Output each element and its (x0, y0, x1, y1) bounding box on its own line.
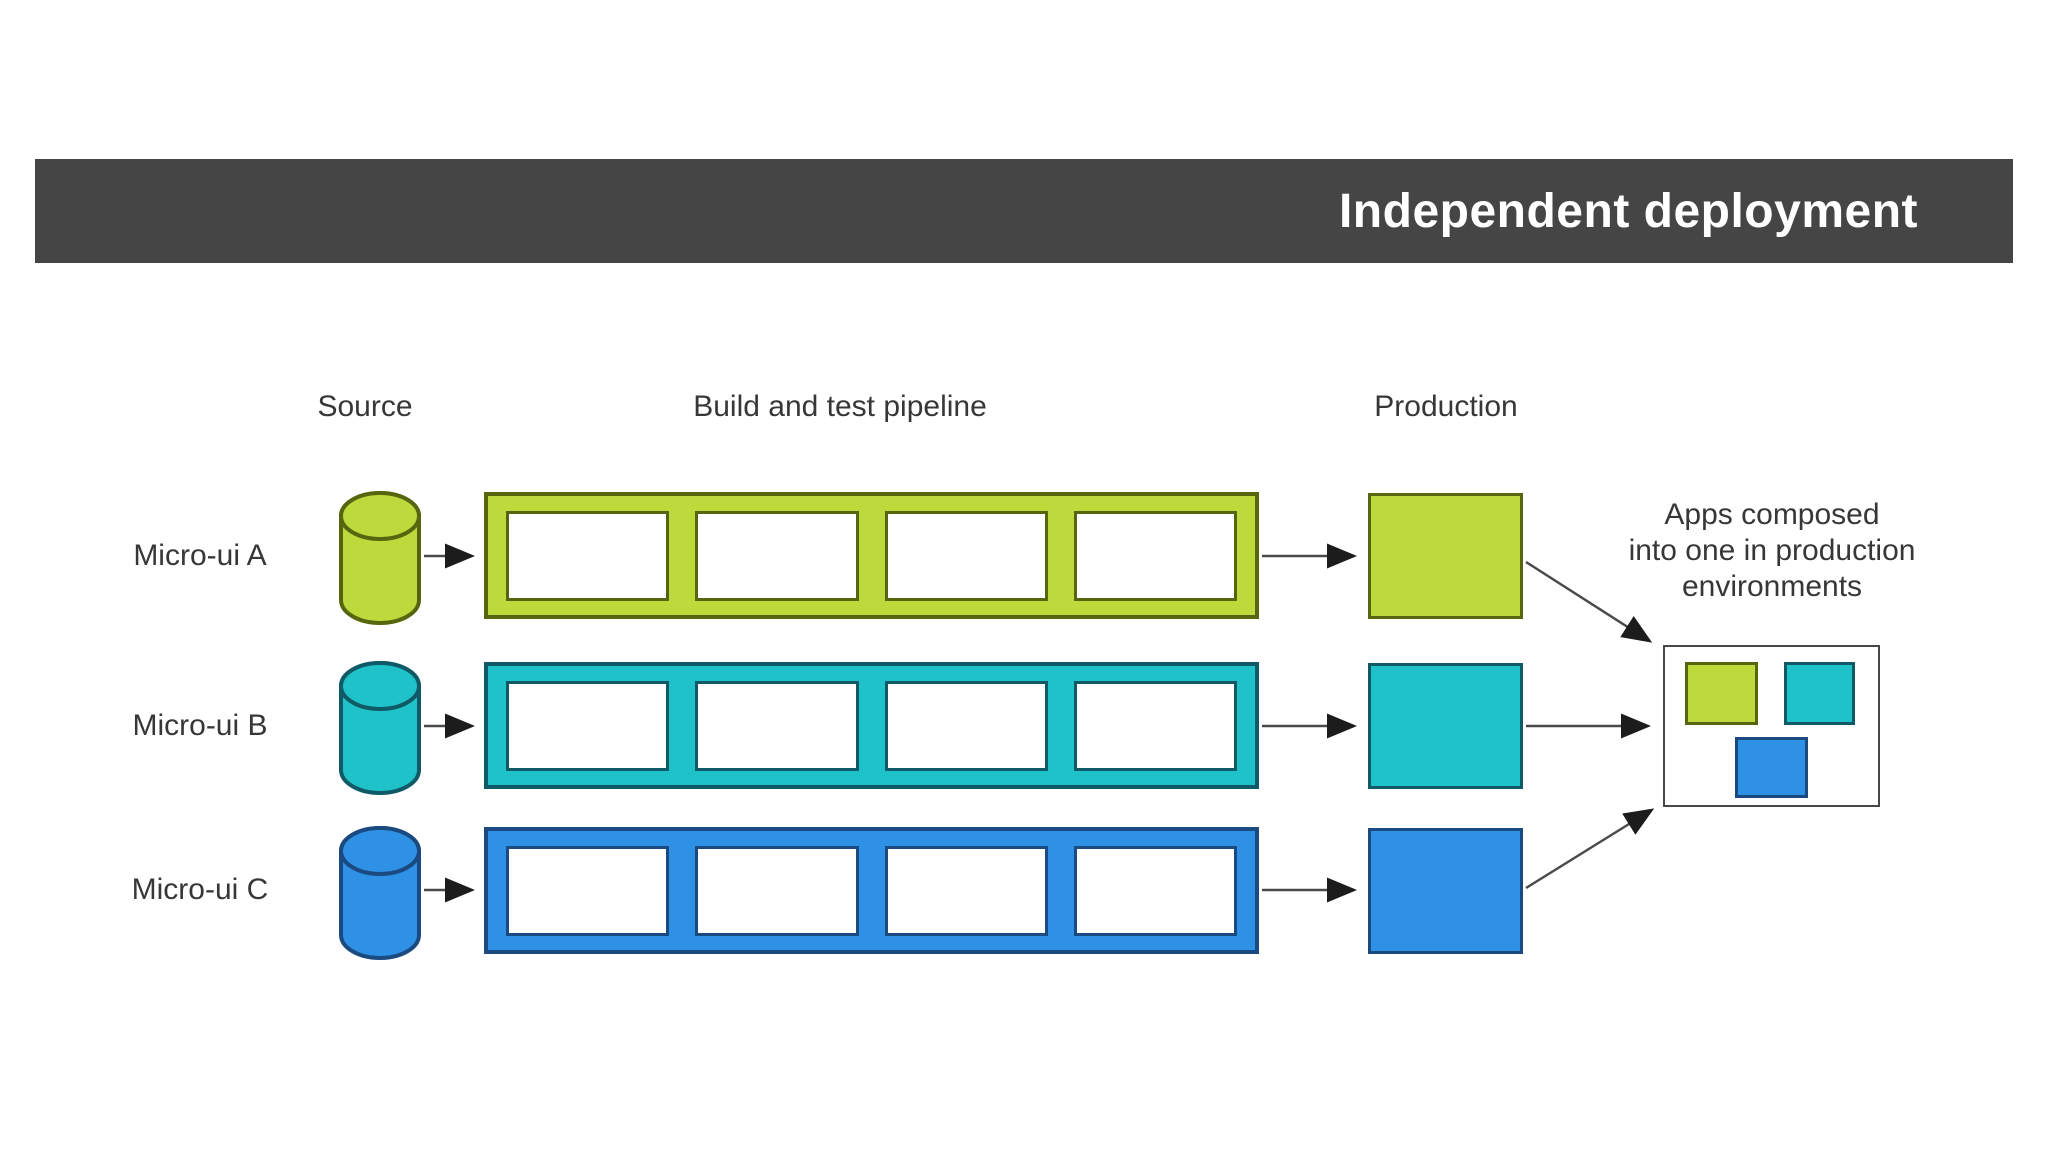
slide-title: Independent deployment (1338, 184, 1918, 238)
composed-micro-ui-b-square (1784, 662, 1855, 725)
annotation-line: into one in production (1628, 534, 1916, 567)
title-bar: Independent deployment (35, 159, 2013, 263)
pipeline-stage (695, 680, 859, 771)
column-header-build-test-pipeline: Build and test pipeline (693, 390, 987, 423)
pipeline-stage (506, 845, 670, 936)
pipeline-stage (695, 845, 859, 936)
column-header-source: Source (317, 390, 413, 423)
pipeline-stage (884, 845, 1048, 936)
row-label-micro-ui-a: Micro-ui A (133, 539, 267, 572)
annotation-line: environments (1681, 570, 1863, 603)
source-cylinder-b-icon (339, 661, 421, 795)
source-cylinder-a-icon (339, 491, 421, 625)
production-square-a (1368, 493, 1523, 619)
composed-apps-box (1663, 645, 1880, 807)
pipeline-c (484, 827, 1259, 954)
pipeline-stage (1073, 680, 1237, 771)
pipeline-stage (695, 510, 859, 601)
row-label-micro-ui-c: Micro-ui C (131, 873, 269, 906)
source-cylinder-c-icon (339, 826, 421, 960)
pipeline-a (484, 492, 1259, 619)
arrow-production-c-to-composed-box (1525, 808, 1655, 890)
pipeline-stage (884, 680, 1048, 771)
pipeline-b (484, 662, 1259, 789)
column-header-production: Production (1374, 390, 1518, 423)
pipeline-stage (506, 680, 670, 771)
row-label-micro-ui-b: Micro-ui B (132, 709, 268, 742)
composed-micro-ui-c-square (1735, 737, 1808, 798)
production-square-b (1368, 663, 1523, 789)
pipeline-stage (884, 510, 1048, 601)
composed-micro-ui-a-square (1685, 662, 1758, 725)
pipeline-stage (1073, 510, 1237, 601)
pipeline-stage (506, 510, 670, 601)
production-square-c (1368, 828, 1523, 954)
composed-apps-annotation: Apps composed into one in production env… (1572, 497, 1972, 605)
annotation-line: Apps composed (1664, 498, 1880, 531)
pipeline-stage (1073, 845, 1237, 936)
